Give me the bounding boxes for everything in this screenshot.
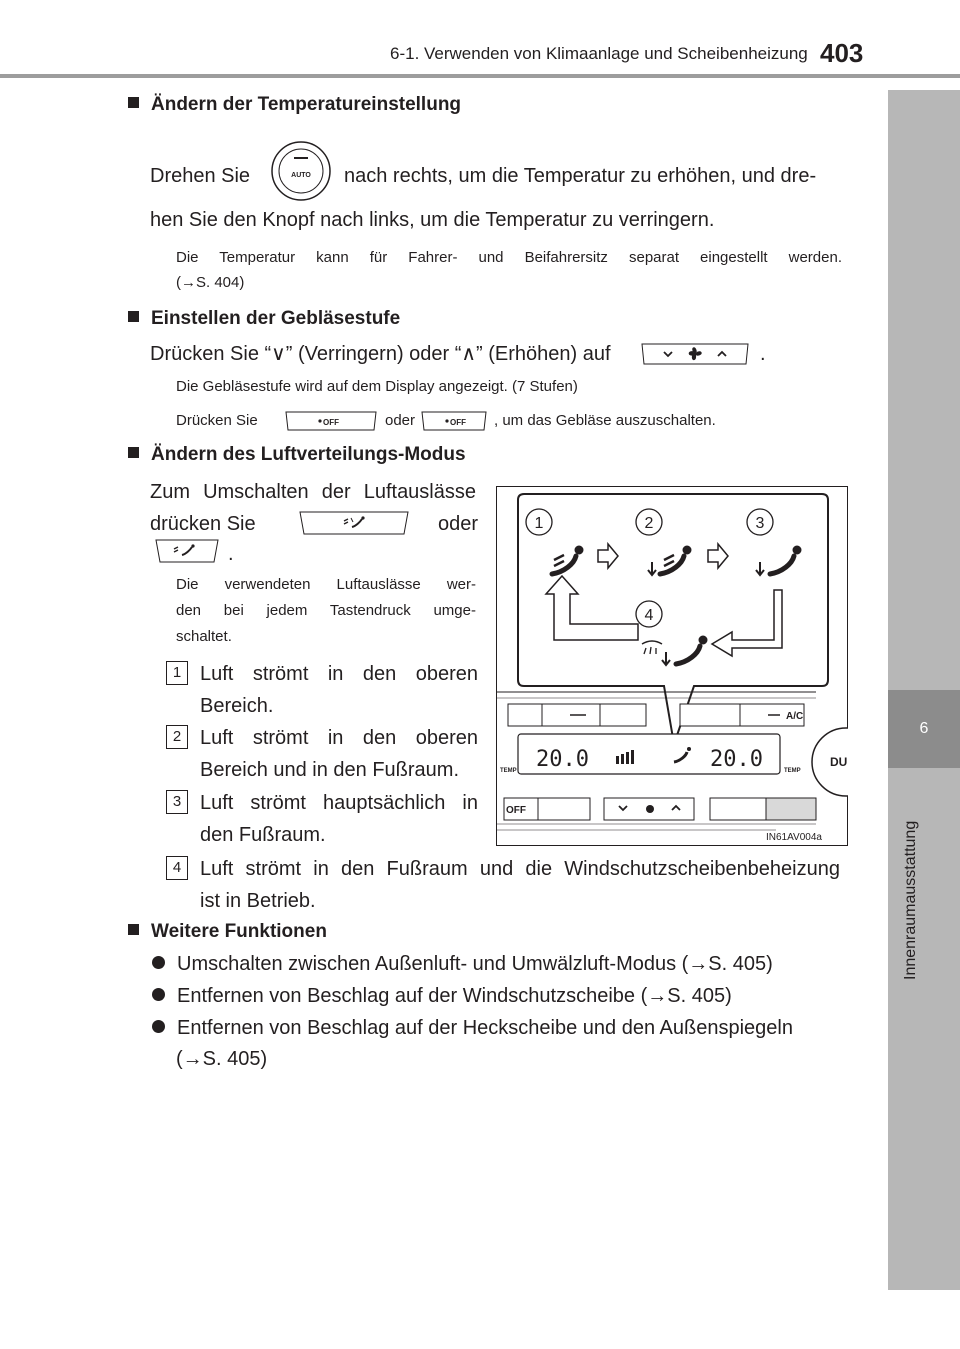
airflow-intro-1: Zum Umschalten der Luftauslässe [150, 481, 476, 503]
airflow-intro-2b: oder [438, 513, 479, 535]
heading-airflow: Ändern des Luftverteilungs-Modus [128, 444, 466, 466]
control-panel: A/C 20.0 20.0 TEMP TEMP OFF DU I [496, 691, 848, 843]
bullet-text: Entfernen von Beschlag auf der Windschut… [177, 985, 732, 1007]
temp-note-2: (→S. 404) [176, 274, 245, 291]
mode-button-icon-2 [154, 536, 220, 566]
off-button-icon: OFF [284, 408, 378, 434]
svg-text:3: 3 [756, 515, 765, 532]
chapter-number: 6 [919, 720, 929, 737]
dual-label: DU [830, 755, 847, 769]
item-4-line-1: Luft strömt in den Fußraum und die Winds… [200, 858, 840, 880]
item-3-number: 3 [166, 790, 188, 814]
item-2-line-1: Luft strömt in den oberen [200, 727, 478, 749]
bullet-text: Entfernen von Beschlag auf der Heckschei… [177, 1017, 793, 1039]
bullet-dot-icon [152, 1020, 165, 1033]
item-1-line-1: Luft strömt in den oberen [200, 663, 478, 685]
airflow-note-2: den bei jedem Tastendruck umge- [176, 602, 476, 619]
svg-text:TEMP: TEMP [784, 768, 801, 774]
bullet-3-continued: (→S. 405) [176, 1048, 268, 1070]
temp-note-1: Die Temperatur kann für Fahrer- und Beif… [176, 249, 842, 266]
mode-face-icon [549, 545, 584, 577]
svg-text:2: 2 [645, 515, 654, 532]
svg-text:1: 1 [535, 515, 544, 532]
item-3-line-1: Luft strömt hauptsächlich in [200, 792, 478, 814]
fan-note-2b: oder [385, 412, 416, 429]
heading-temperature: Ändern der Temperatureinstellung [128, 94, 461, 116]
svg-text:OFF: OFF [450, 418, 466, 427]
bullet-dot-icon [152, 956, 165, 969]
heading-more-functions: Weitere Funktionen [128, 921, 327, 943]
temp-line-2: hen Sie den Knopf nach links, um die Tem… [150, 209, 715, 231]
header-rule [0, 74, 960, 78]
section-title: 6-1. Verwenden von Klimaanlage und Schei… [390, 44, 808, 63]
page-number: 403 [820, 38, 864, 68]
panel-off-label: OFF [506, 805, 526, 816]
fan-note-2a: Drücken Sie [176, 412, 258, 429]
item-3-line-2: den Fußraum. [200, 824, 326, 846]
callout-4: 4 [635, 600, 663, 628]
mode-feet-icon [755, 545, 802, 577]
svg-text:4: 4 [645, 607, 654, 624]
heading-text: Ändern der Temperatureinstellung [151, 94, 462, 115]
fan-line-1a: Drücken Sie “∨” (Verringern) oder “∧” (E… [150, 343, 611, 365]
bullet-text: Umschalten zwischen Außenluft- und Umwäl… [177, 953, 773, 975]
item-4-number: 4 [166, 856, 188, 880]
square-bullet-icon [128, 924, 139, 935]
auto-knob-icon: AUTO [270, 140, 332, 202]
mode-feet-defrost-icon [641, 635, 708, 667]
temp-left: 20.0 [536, 747, 589, 772]
callout-1: 1 [525, 508, 553, 536]
square-bullet-icon [128, 447, 139, 458]
image-code: IN61AV004a [766, 832, 822, 843]
temp-line-1b: nach rechts, um die Temperatur zu erhöhe… [344, 165, 817, 187]
item-1-number: 1 [166, 661, 188, 685]
temp-right: 20.0 [710, 747, 763, 772]
bullet-2: Entfernen von Beschlag auf der Windschut… [152, 980, 732, 1012]
svg-text:TEMP: TEMP [500, 768, 517, 774]
item-2-line-2: Bereich und in den Fußraum. [200, 759, 460, 781]
item-4-line-2: ist in Betrieb. [200, 890, 316, 912]
temp-line-1a: Drehen Sie [150, 165, 251, 187]
mode-button-icon [298, 508, 410, 538]
knob-label: AUTO [291, 172, 311, 179]
bullet-1: Umschalten zwischen Außenluft- und Umwäl… [152, 948, 773, 980]
heading-text: Ändern des Luftverteilungs-Modus [151, 444, 466, 465]
airflow-intro-3: . [228, 543, 234, 565]
airflow-intro-2a: drücken Sie [150, 513, 256, 535]
chapter-label-text: Innenraumausstattung [902, 820, 919, 980]
fan-note-2c: , um das Gebläse auszuschalten. [494, 412, 716, 429]
item-2-number: 2 [166, 725, 188, 749]
square-bullet-icon [128, 311, 139, 322]
item-1-line-2: Bereich. [200, 695, 274, 717]
heading-text: Einstellen der Gebläsestufe [151, 308, 401, 329]
off-button-icon-2: OFF [420, 408, 488, 434]
chapter-label: Innenraumausstattung [902, 780, 942, 980]
fan-line-1b: . [760, 343, 766, 365]
callout-2: 2 [635, 508, 663, 536]
off-label: OFF [323, 418, 339, 427]
airflow-mode-figure: 1 2 3 4 [496, 486, 848, 846]
heading-fan: Einstellen der Gebläsestufe [128, 308, 400, 330]
airflow-note-1: Die verwendeten Luftauslässe wer- [176, 576, 476, 593]
fan-button-icon [640, 340, 750, 368]
square-bullet-icon [128, 97, 139, 108]
mode-bilevel-icon [647, 545, 692, 577]
bullet-3: Entfernen von Beschlag auf der Heckschei… [152, 1012, 793, 1044]
ac-label: A/C [786, 711, 803, 722]
callout-3: 3 [746, 508, 774, 536]
bullet-dot-icon [152, 988, 165, 1001]
fan-note-1: Die Gebläsestufe wird auf dem Display an… [176, 378, 578, 395]
heading-text: Weitere Funktionen [151, 921, 327, 942]
airflow-note-3: schaltet. [176, 628, 232, 645]
chapter-number-tab[interactable]: 6 [888, 690, 960, 768]
